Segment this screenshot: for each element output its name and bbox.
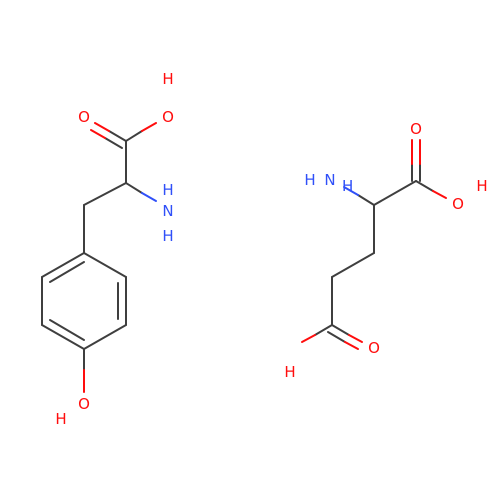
bond-ca-n-n — [343, 186, 359, 196]
bond-c1-o-double-a-o — [94, 122, 110, 132]
atom-label-hydrogen-phenol: H — [55, 410, 66, 428]
ring-inner-bond-2 — [49, 319, 85, 341]
atom-label-nitrogen-amino: N — [324, 171, 335, 189]
atom-label-hydrogen-amino: H — [304, 171, 315, 189]
ring-bond-4 — [41, 324, 85, 350]
ring-bond-6 — [41, 252, 85, 278]
atom-label-oxygen-carbonyl-side: O — [368, 339, 380, 357]
bond-cd-o-double-b-o — [344, 341, 359, 350]
molecule-tyrosine: O H O H N H O H — [41, 70, 174, 428]
bond-cd-o-double-a-o — [348, 334, 363, 343]
bond-c2-n-n — [141, 192, 157, 202]
bond-c1-o-double-b — [104, 137, 123, 149]
atom-label-oxygen-phenol: O — [78, 395, 90, 413]
bond-c2-n — [125, 182, 143, 194]
bond-cd-o-double-b — [327, 331, 346, 343]
atom-label-hydrogen-carboxyl: H — [162, 70, 173, 88]
ring-inner-bond-3 — [49, 261, 85, 283]
atom-label-nitrogen-amino: N — [162, 202, 173, 220]
atom-label-oxygen-hydroxyl-alpha: O — [452, 195, 464, 213]
atom-label-hydrogen-amino-top: H — [162, 181, 173, 199]
atom-label-hydrogen-carboxyl-side: H — [284, 363, 295, 381]
bond-c1-oh — [125, 130, 143, 142]
atom-label-oxygen-carbonyl-alpha: O — [410, 120, 422, 138]
bond-c1-oh-o — [432, 190, 447, 199]
bond-c1-oh — [415, 180, 434, 192]
bond-c2-c3 — [83, 182, 127, 206]
bond-c1-oh-o — [141, 122, 157, 132]
bond-cb-cg — [331, 252, 375, 278]
bond-ca-c1 — [373, 180, 417, 206]
atom-label-oxygen-carbonyl: O — [78, 108, 90, 126]
molecule-glutamic-acid: O H O H N H O H — [284, 120, 487, 381]
atom-label-oxygen-hydroxyl: O — [162, 108, 174, 126]
bond-cd-oh — [314, 324, 333, 336]
bond-cd-o-double-a — [331, 324, 350, 336]
atom-label-hydrogen-amino-sub: H — [342, 177, 353, 195]
bond-cd-oh-o — [301, 334, 316, 343]
bond-ca-n — [357, 194, 375, 206]
bond-c1-o-double-b-o — [90, 129, 106, 139]
bond-c1-o-double-a — [108, 130, 127, 142]
atom-label-hydrogen-amino-bottom: H — [162, 227, 173, 245]
ring-bond-1 — [83, 252, 127, 278]
ring-bond-3 — [83, 324, 127, 350]
atom-label-hydrogen-carboxyl-alpha: H — [476, 177, 487, 195]
